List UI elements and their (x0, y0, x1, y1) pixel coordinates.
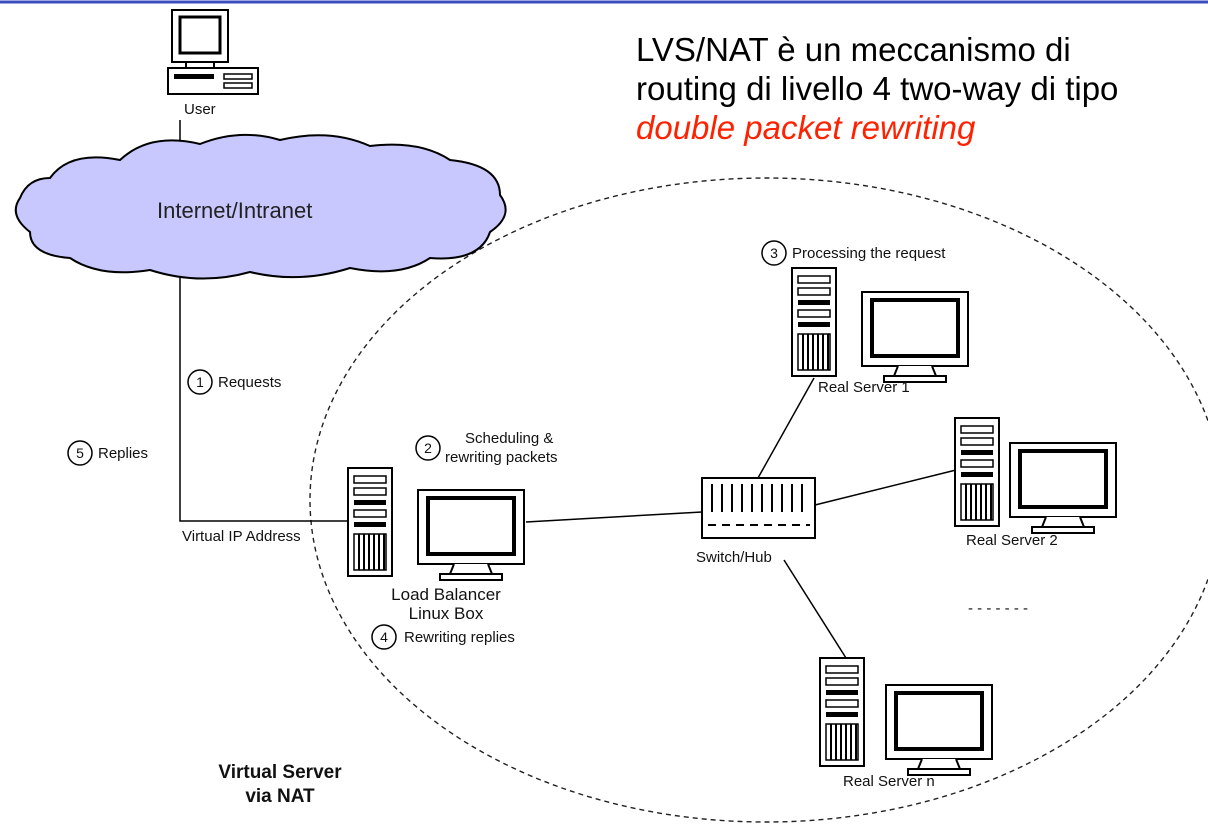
switch-rs1-link (757, 377, 815, 479)
virtual-server-sublabel: via NAT (245, 786, 315, 807)
step-3-number: 3 (770, 245, 778, 261)
heading-highlight: double packet rewriting (636, 109, 976, 146)
step-5-label: Replies (98, 445, 148, 462)
step-2-label: Scheduling & (465, 430, 553, 447)
step-2-number: 2 (424, 440, 432, 456)
step-1-label: Requests (218, 374, 281, 391)
real-server-2-tower-icon (954, 417, 1000, 527)
step-4-label: Rewriting replies (404, 629, 515, 646)
switch-rsn-link (783, 559, 847, 659)
cloud-lb-link (179, 270, 350, 522)
real-server-1-monitor-icon (860, 290, 970, 384)
step-1-marker (187, 369, 213, 395)
switch-label: Switch/Hub (696, 549, 772, 566)
load-balancer-label: Load Balancer (391, 585, 501, 604)
step-4-number: 4 (380, 629, 388, 645)
real-server-2-monitor-icon (1008, 441, 1118, 535)
load-balancer-sublabel: Linux Box (409, 604, 484, 623)
lb-switch-link (525, 511, 703, 523)
real-server-n-monitor-icon (884, 683, 994, 777)
more-servers-dashes: - - - - - - - (968, 600, 1028, 617)
virtual-ip-label: Virtual IP Address (182, 528, 301, 545)
heading-line-2: routing di livello 4 two-way di tipo (636, 70, 1119, 107)
switch-rs2-link (814, 469, 957, 506)
internet-cloud-icon (14, 133, 507, 280)
load-balancer-monitor-icon (416, 488, 526, 582)
virtual-server-boundary (309, 177, 1208, 823)
heading-line-1: LVS/NAT è un meccanismo di (636, 31, 1071, 68)
step-5-number: 5 (76, 445, 84, 461)
virtual-server-label: Virtual Server (218, 762, 342, 783)
heading-block: LVS/NAT è un meccanismo di routing di li… (636, 30, 1196, 147)
user-label: User (184, 101, 216, 118)
step-3-label: Processing the request (792, 245, 946, 262)
real-server-n-tower-icon (819, 657, 865, 767)
real-server-n-label: Real Server n (843, 773, 935, 790)
step-2-sublabel: rewriting packets (445, 449, 558, 466)
real-server-2-label: Real Server 2 (966, 532, 1058, 549)
switch-hub-icon (701, 477, 816, 539)
step-5-marker (67, 440, 93, 466)
load-balancer-tower-icon (347, 467, 393, 577)
step-4-marker (371, 624, 397, 650)
step-3-marker (761, 240, 787, 266)
user-computer-icon (167, 9, 259, 95)
cloud-label: Internet/Intranet (157, 198, 312, 223)
step-1-number: 1 (196, 374, 204, 390)
real-server-1-label: Real Server 1 (818, 379, 910, 396)
step-2-marker (415, 435, 441, 461)
real-server-1-tower-icon (791, 267, 837, 377)
